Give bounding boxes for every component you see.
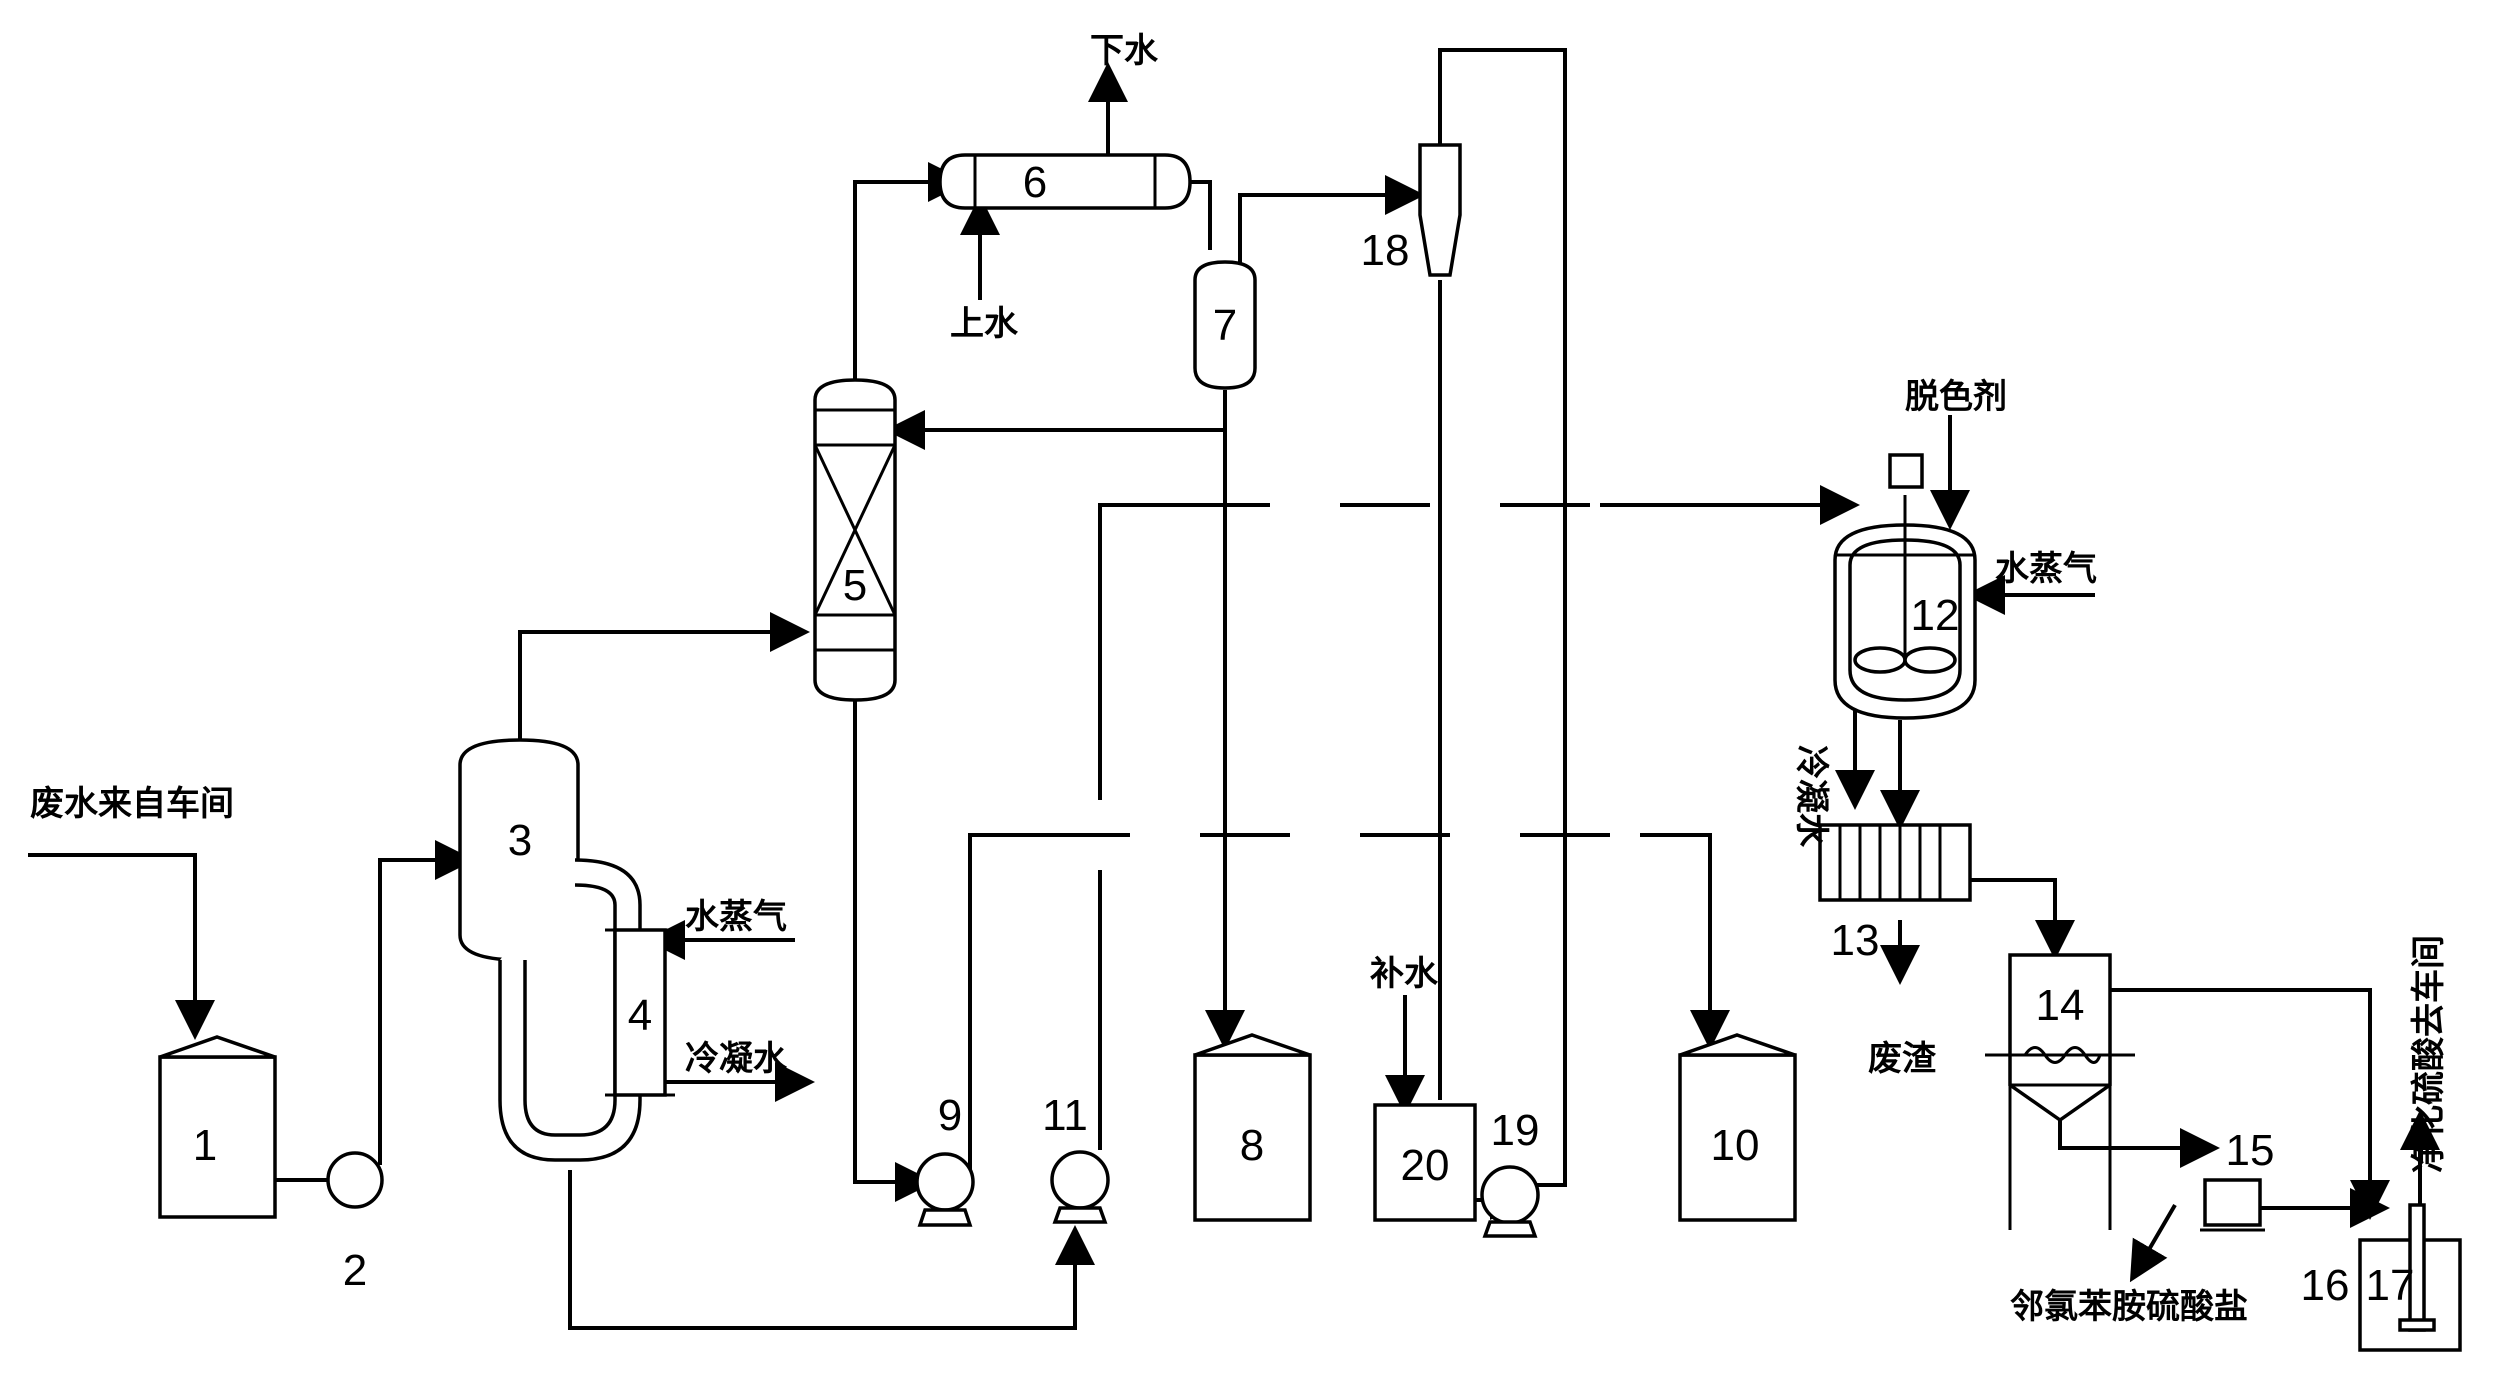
svg-text:12: 12 — [1911, 591, 1960, 640]
svg-text:17: 17 — [2366, 1261, 2415, 1310]
label-water-in: 上水 — [950, 304, 1019, 344]
condenser-6: 6 — [938, 153, 1192, 210]
svg-text:19: 19 — [1491, 1106, 1540, 1155]
column-5: 5 — [813, 378, 897, 702]
svg-text:10: 10 — [1711, 1121, 1760, 1170]
dashed-return-lines — [1040, 503, 1640, 837]
crystallizer-14: 14 — [1985, 953, 2135, 1230]
reactor-12: 12 — [1833, 453, 1977, 720]
svg-text:6: 6 — [1023, 158, 1047, 207]
label-waste-residue: 废渣 — [1868, 1039, 1937, 1079]
svg-text:14: 14 — [2036, 981, 2085, 1030]
svg-text:2: 2 — [343, 1246, 367, 1295]
cyclone-18: 18 — [1361, 143, 1462, 277]
label-steam-reactor: 水蒸气 — [1995, 549, 2097, 589]
pump-9: 9 — [915, 1091, 975, 1227]
svg-text:18: 18 — [1361, 226, 1410, 275]
pump-2: 2 — [326, 1151, 384, 1295]
stream-labels: 废水来自车间 水蒸气 冷凝水 下水 上水 补水 脱色剂 水蒸气 冷凝水 废渣 邻… — [30, 31, 2449, 1327]
label-product-salt: 邻氯苯胺硫酸盐 — [2010, 1287, 2248, 1327]
svg-text:20: 20 — [1401, 1141, 1450, 1190]
svg-text:8: 8 — [1240, 1121, 1264, 1170]
label-purified-acid-out: 净化硫酸去车间 — [2409, 935, 2449, 1173]
svg-text:5: 5 — [843, 561, 867, 610]
label-condensate-reactor: 冷凝水 — [1791, 745, 1831, 848]
tank-10: 10 — [1678, 1033, 1797, 1222]
svg-text:4: 4 — [628, 991, 652, 1040]
tank-1: 1 — [158, 1035, 277, 1219]
pump-11: 11 — [1042, 1091, 1110, 1224]
svg-text:13: 13 — [1831, 916, 1880, 965]
label-decolorant: 脱色剂 — [1905, 377, 2007, 417]
heat-exchanger-4: 4 — [605, 928, 675, 1097]
svg-text:7: 7 — [1213, 301, 1237, 350]
receiver-7: 7 — [1193, 260, 1257, 390]
label-makeup-water: 补水 — [1370, 954, 1439, 994]
water-tank-20: 20 — [1373, 1103, 1477, 1222]
centrifuge-15: 15 — [2200, 1126, 2275, 1232]
pump-19: 19 — [1480, 1106, 1540, 1238]
filter-13: 13 — [1818, 823, 1972, 965]
tank-8: 8 — [1193, 1033, 1312, 1222]
label-condensate-evaporator: 冷凝水 — [685, 1039, 788, 1079]
svg-text:9: 9 — [938, 1091, 962, 1140]
label-water-out: 下水 — [1090, 31, 1159, 71]
svg-text:3: 3 — [508, 816, 532, 865]
label-wastewater-in: 废水来自车间 — [30, 784, 234, 824]
tank-16-17: 16 17 — [2301, 1203, 2462, 1352]
svg-text:16: 16 — [2301, 1261, 2350, 1310]
svg-text:11: 11 — [1042, 1091, 1088, 1140]
label-steam-evaporator: 水蒸气 — [685, 897, 787, 937]
svg-text:15: 15 — [2226, 1126, 2275, 1175]
svg-text:1: 1 — [193, 1121, 217, 1170]
evaporator-3: 3 — [458, 738, 642, 1162]
